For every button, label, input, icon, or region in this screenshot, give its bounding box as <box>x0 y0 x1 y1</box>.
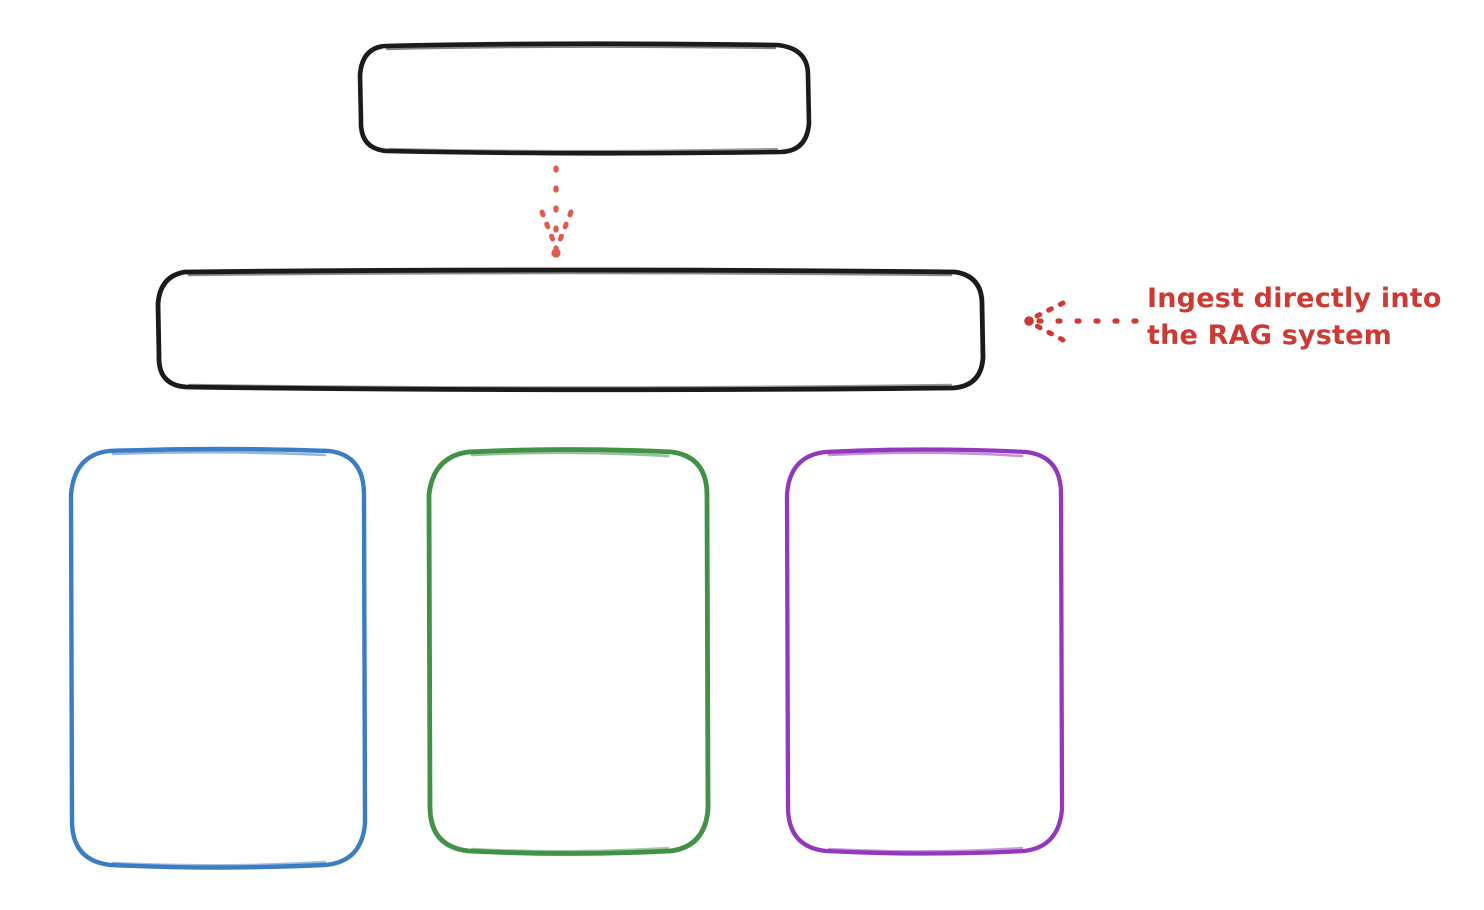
node-vector-io[interactable]: VectorIO (insert_chunks, delete_chunks, … <box>67 446 369 870</box>
connector-agent-to-rag-tool <box>539 165 574 258</box>
connector-ingest-to-rag-tool <box>1024 300 1139 343</box>
node-vector-io-label: VectorIO (insert_chunks, delete_chunks, … <box>108 557 328 764</box>
node-agent[interactable]: AGENT <box>357 41 812 156</box>
node-relational-io[interactable]: RelationalIO (insert_sql, query_sql) SQL… <box>783 447 1066 856</box>
node-rag-tool[interactable]: RAG Tool <box>155 267 986 393</box>
node-rag-tool-label: RAG Tool <box>504 312 637 347</box>
node-key-value-io-label: KeyValueIO (set_key, delete_key, get) Ke… <box>453 568 683 740</box>
node-agent-label: AGENT <box>524 81 645 116</box>
node-key-value-io[interactable]: KeyValueIO (set_key, delete_key, get) Ke… <box>424 447 712 856</box>
annotation-ingest-label: Ingest directly into the RAG system <box>1147 283 1442 351</box>
node-relational-io-label: RelationalIO (insert_sql, query_sql) SQL… <box>836 566 1013 738</box>
